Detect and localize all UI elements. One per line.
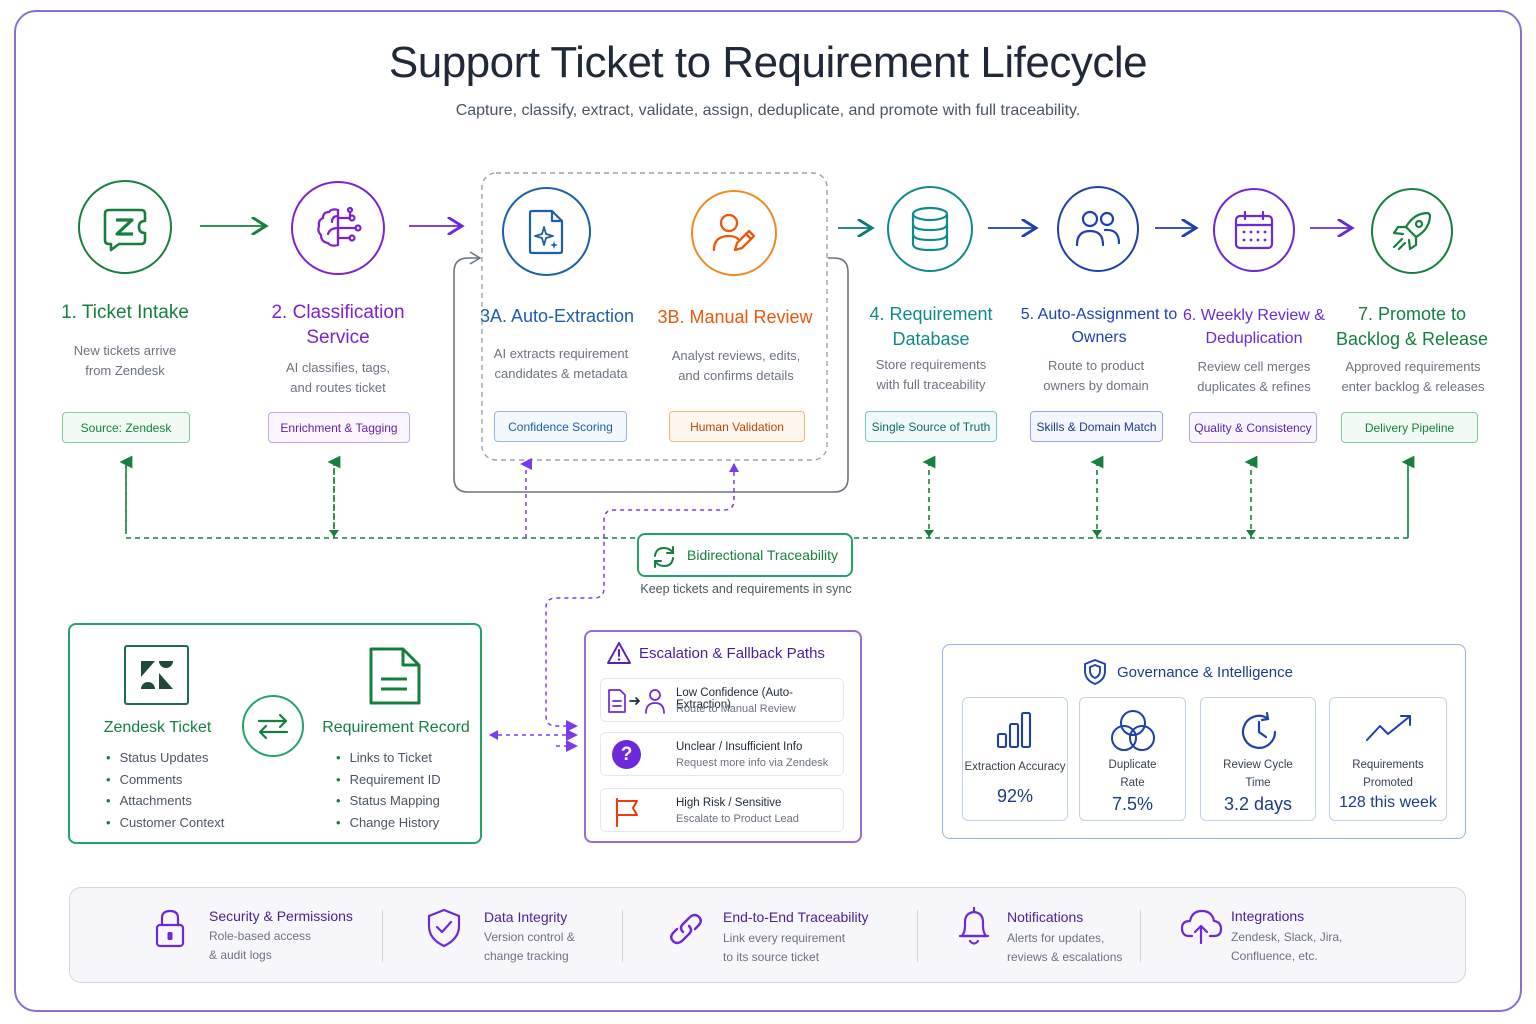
stage-3b-title: 3B. Manual Review bbox=[657, 307, 813, 327]
metric-duplicate-rate[interactable]: Duplicate Rate 7.5% bbox=[1079, 697, 1186, 821]
zendesk-ticket-title: Zendesk Ticket bbox=[103, 719, 212, 736]
shield-icon bbox=[1084, 659, 1106, 685]
stage-6-circle[interactable] bbox=[1213, 188, 1295, 272]
stage-2-circle[interactable] bbox=[291, 181, 385, 275]
stage-1-circle[interactable] bbox=[78, 180, 172, 274]
shield-check-icon bbox=[427, 908, 461, 948]
stage-2-badge: Enrichment & Tagging bbox=[268, 412, 410, 443]
footer-integrations[interactable]: Integrations Zendesk, Slack, Jira,Conflu… bbox=[1141, 888, 1465, 984]
document-sparkle-icon bbox=[528, 209, 563, 254]
escalation-row-high-risk[interactable]: High Risk / Sensitive Escalate to Produc… bbox=[600, 788, 844, 832]
escalation-row-low-confidence[interactable]: Low Confidence (Auto-Extraction) Route t… bbox=[600, 678, 844, 722]
stage-4-circle[interactable] bbox=[887, 186, 973, 272]
page-subtitle: Capture, classify, extract, validate, as… bbox=[455, 102, 1081, 119]
stage-7-badge: Delivery Pipeline bbox=[1341, 412, 1478, 443]
stage-2-desc: AI classifies, tags,and routes ticket bbox=[285, 360, 391, 395]
stage-3a-circle[interactable] bbox=[502, 187, 591, 276]
footer-capabilities-bar: Security & Permissions Role-based access… bbox=[69, 887, 1466, 983]
governance-title: Governance & Intelligence bbox=[1117, 664, 1293, 681]
question-icon: ? bbox=[612, 740, 641, 769]
escalation-row-unclear-info[interactable]: ? Unclear / Insufficient Info Request mo… bbox=[600, 732, 844, 776]
footer-divider bbox=[1140, 910, 1141, 962]
requirement-record-fields: Links to Ticket Requirement ID Status Ma… bbox=[336, 747, 441, 833]
stage-3a-badge: Confidence Scoring bbox=[494, 411, 627, 442]
user-edit-icon bbox=[712, 213, 756, 252]
stage-5-title: 5. Auto-Assignment to Owners bbox=[1020, 306, 1178, 346]
stage-2-title: 2. Classification Service bbox=[271, 302, 405, 348]
link-icon bbox=[670, 913, 702, 945]
zendesk-logo-icon bbox=[124, 645, 189, 705]
escalation-card: Escalation & Fallback Paths Low Confiden… bbox=[584, 630, 862, 843]
zendesk-chat-icon bbox=[103, 208, 147, 252]
footer-divider bbox=[917, 910, 918, 962]
sync-icon bbox=[654, 546, 674, 568]
metric-review-cycle-time[interactable]: Review Cycle Time 3.2 days bbox=[1200, 697, 1316, 821]
review-loop-line bbox=[453, 257, 849, 493]
bell-icon bbox=[958, 906, 990, 945]
stage-4-badge: Single Source of Truth bbox=[865, 411, 997, 442]
footer-divider bbox=[622, 910, 623, 962]
stage-6-badge: Quality & Consistency bbox=[1189, 412, 1317, 443]
page-frame bbox=[14, 10, 1522, 1012]
stage-3b-circle[interactable] bbox=[691, 190, 777, 276]
ai-brain-icon bbox=[317, 206, 362, 247]
page-title: Support Ticket to Requirement Lifecycle bbox=[388, 38, 1148, 87]
swap-arrows-icon[interactable] bbox=[242, 695, 304, 757]
flag-icon bbox=[615, 797, 639, 827]
requirement-record-title: Requirement Record bbox=[322, 719, 470, 736]
lock-icon bbox=[155, 909, 185, 948]
database-icon bbox=[911, 206, 949, 252]
extraction-group-box bbox=[481, 172, 828, 461]
calendar-icon bbox=[1234, 210, 1274, 250]
ticket-record-sync-card: Zendesk Ticket Status Updates Comments A… bbox=[68, 623, 482, 844]
route-to-review-icon bbox=[608, 689, 665, 714]
stage-3b-badge: Human Validation bbox=[669, 411, 805, 442]
stage-6-title: 6. Weekly Review & Deduplication bbox=[1183, 307, 1325, 347]
warning-icon bbox=[607, 642, 631, 664]
stage-1-badge: Source: Zendesk bbox=[62, 412, 190, 443]
footer-data-integrity[interactable]: Data Integrity Version control &change t… bbox=[383, 888, 623, 984]
overlap-circles-icon bbox=[1111, 710, 1155, 751]
metric-extraction-accuracy[interactable]: Extraction Accuracy 92% bbox=[962, 697, 1068, 821]
rocket-icon bbox=[1392, 211, 1432, 251]
footer-security[interactable]: Security & Permissions Role-based access… bbox=[70, 888, 382, 984]
footer-divider bbox=[382, 910, 383, 962]
footer-notifications[interactable]: Notifications Alerts for updates,reviews… bbox=[918, 888, 1140, 984]
stage-3a-title: 3A. Auto-Extraction bbox=[479, 306, 635, 326]
users-icon bbox=[1075, 210, 1121, 247]
requirement-document-icon bbox=[369, 647, 421, 705]
stage-5-circle[interactable] bbox=[1057, 186, 1139, 272]
clock-icon bbox=[1241, 711, 1277, 749]
escalation-title: Escalation & Fallback Paths bbox=[639, 645, 825, 662]
stage-7-circle[interactable] bbox=[1371, 188, 1453, 274]
stage-1-title: 1. Ticket Intake bbox=[61, 302, 189, 323]
stage-3b-desc: Analyst reviews, edits,and confirms deta… bbox=[671, 348, 801, 383]
stage-4-title: 4. Requirement Database bbox=[869, 304, 993, 349]
trend-up-icon bbox=[1366, 715, 1411, 741]
metric-requirements-promoted[interactable]: Requirements Promoted 128 this week bbox=[1329, 697, 1447, 821]
zendesk-ticket-fields: Status Updates Comments Attachments Cust… bbox=[106, 747, 225, 833]
governance-card: Governance & Intelligence Extraction Acc… bbox=[942, 644, 1466, 839]
footer-traceability[interactable]: End-to-End Traceability Link every requi… bbox=[623, 888, 917, 984]
traceability-caption: Keep tickets and requirements in sync bbox=[640, 582, 852, 596]
traceability-label: Bidirectional Traceability bbox=[687, 547, 838, 563]
bar-chart-icon bbox=[996, 711, 1032, 749]
traceability-bus-line bbox=[125, 466, 636, 539]
traceability-pill[interactable]: Bidirectional Traceability bbox=[637, 533, 853, 577]
stage-7-title: 7. Promote to Backlog & Release bbox=[1335, 304, 1489, 349]
stage-5-badge: Skills & Domain Match bbox=[1030, 411, 1163, 442]
cloud-upload-icon bbox=[1180, 909, 1223, 945]
